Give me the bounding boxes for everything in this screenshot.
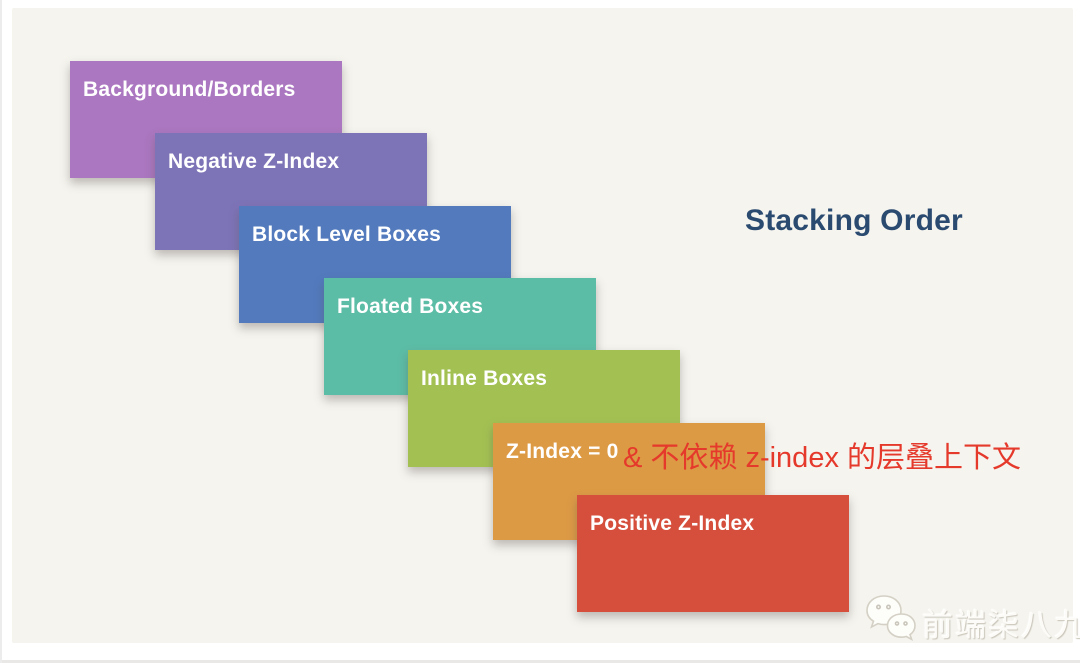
stack-box-label: Negative Z-Index	[168, 150, 340, 173]
wechat-icon	[864, 592, 916, 653]
stack-box-label: Floated Boxes	[337, 295, 484, 318]
stack-box-label: Block Level Boxes	[252, 223, 441, 246]
diagram-title: Stacking Order	[745, 204, 963, 237]
stack-box-label: Inline Boxes	[421, 367, 548, 390]
watermark: 前端柒八九	[864, 592, 1080, 653]
watermark-text: 前端柒八九	[922, 608, 1080, 643]
stack-box-label: Z-Index = 0	[506, 440, 619, 463]
bottom-divider	[2, 660, 1080, 663]
stacking-context-annotation: & 不依赖 z-index 的层叠上下文	[623, 442, 1021, 474]
stack-box-positive-z-index: Positive Z-Index	[577, 495, 849, 612]
stack-box-label: Background/Borders	[83, 78, 296, 101]
stack-box-label: Positive Z-Index	[590, 512, 755, 535]
